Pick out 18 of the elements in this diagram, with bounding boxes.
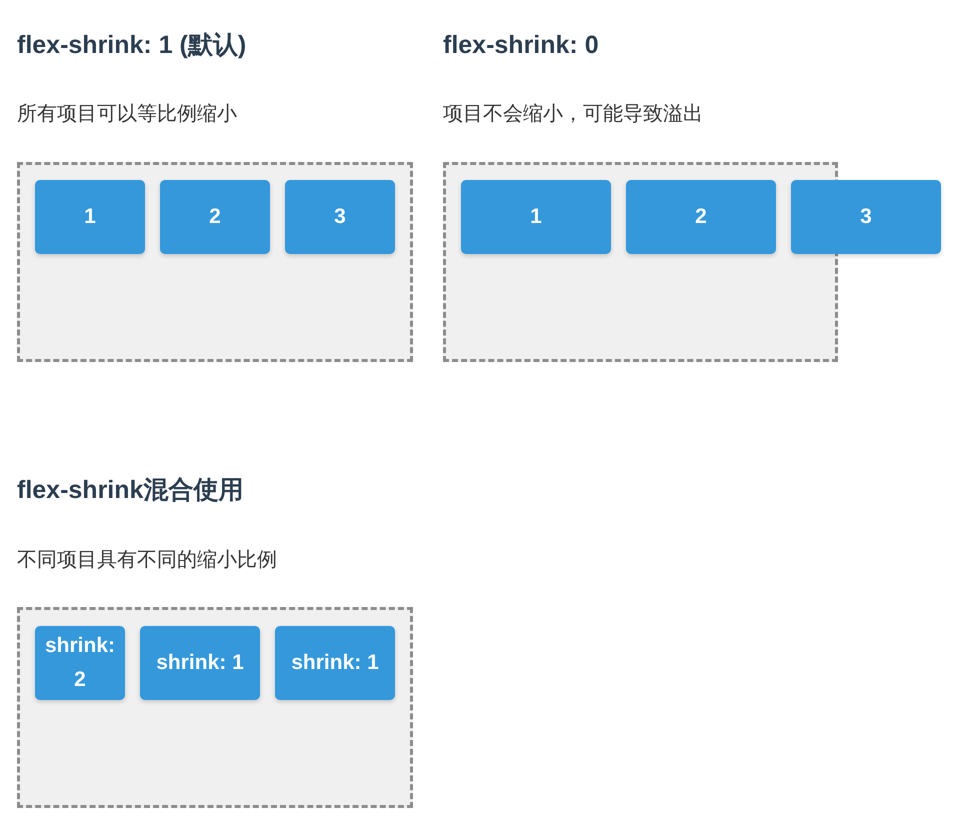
flex-item: shrink: 1 (275, 626, 395, 700)
flex-item: 1 (461, 180, 611, 254)
heading: flex-shrink: 1 (默认) (17, 30, 246, 60)
flex-item: 3 (285, 180, 395, 254)
description-text: 项目不会缩小，可能导致溢出 (443, 102, 703, 126)
description-text: 所有项目可以等比例缩小 (17, 102, 237, 126)
heading: flex-shrink: 0 (443, 30, 599, 60)
flex-item: 2 (626, 180, 776, 254)
flex-container (443, 162, 838, 362)
flex-container (17, 162, 413, 362)
heading: flex-shrink混合使用 (17, 475, 244, 505)
flex-item: 1 (35, 180, 145, 254)
flex-item: shrink: 1 (140, 626, 260, 700)
description-text: 不同项目具有不同的缩小比例 (17, 548, 277, 572)
flex-item: 3 (791, 180, 941, 254)
flex-container (17, 607, 413, 808)
flex-item: shrink: 2 (35, 626, 125, 700)
flex-item: 2 (160, 180, 270, 254)
